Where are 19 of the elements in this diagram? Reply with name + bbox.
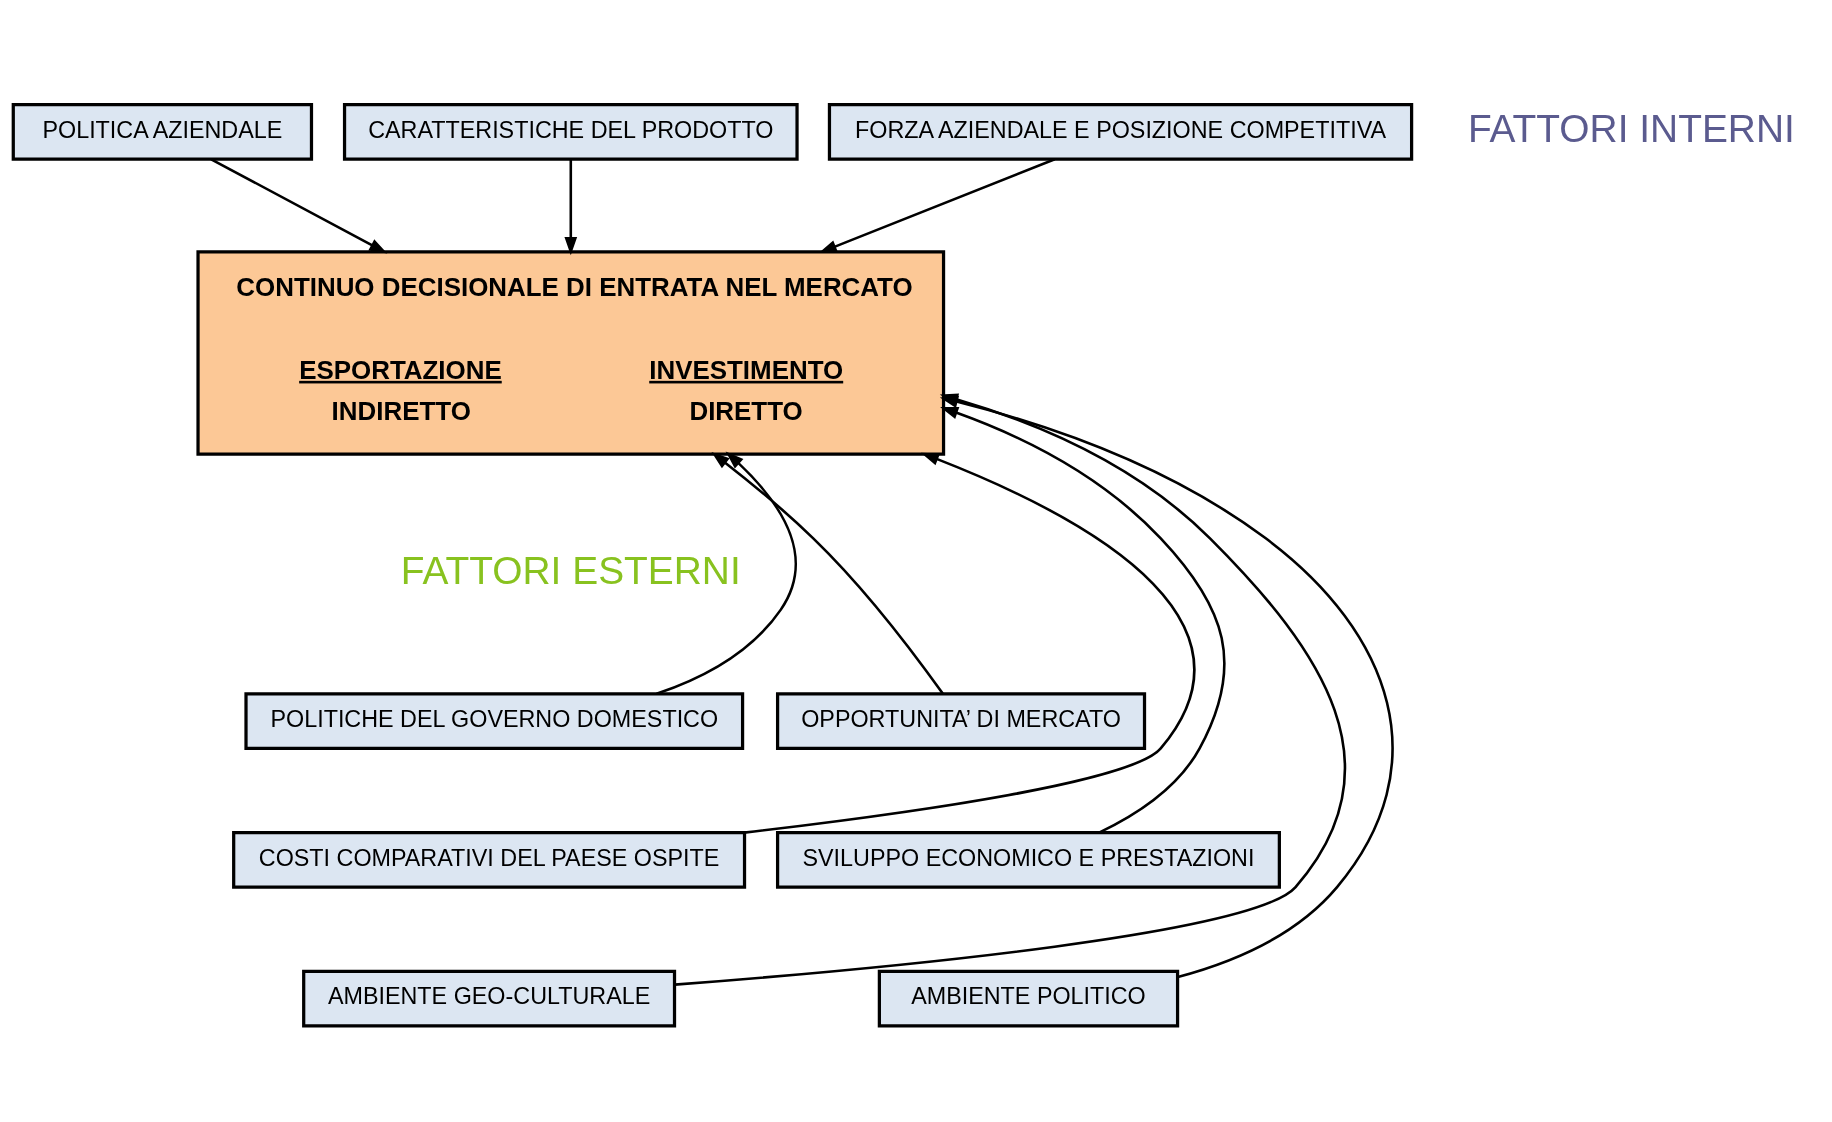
arrow bbox=[210, 158, 388, 254]
arrow bbox=[744, 452, 1195, 834]
node-box: CARATTERISTICHE DEL PRODOTTO bbox=[342, 103, 799, 161]
node-box: AMBIENTE POLITICO bbox=[877, 969, 1180, 1028]
node-box: SVILUPPO ECONOMICO E PRESTAZIONI bbox=[775, 831, 1281, 889]
arrow bbox=[818, 158, 1056, 254]
arrow bbox=[940, 406, 1226, 834]
label: FATTORI ESTERNI bbox=[400, 548, 741, 592]
arrow bbox=[656, 451, 797, 695]
node-box: COSTI COMPARATIVI DEL PAESE OSPITE bbox=[232, 831, 747, 889]
node-box: CONTINUO DECISIONALE DI ENTRATA NEL MERCATO ESPORTAZIONE INVESTIMENTO INDIRETTO DIRETTO bbox=[196, 250, 946, 456]
arrow bbox=[564, 159, 578, 256]
node-box: AMBIENTE GEO-CULTURALE bbox=[302, 969, 677, 1028]
node-box: POLITICHE DEL GOVERNO DOMESTICO bbox=[244, 692, 745, 750]
node-box: POLITICA AZIENDALE bbox=[11, 103, 314, 161]
node-box: OPPORTUNITA’ DI MERCATO bbox=[775, 692, 1147, 750]
node-box: FORZA AZIENDALE E POSIZIONE COMPETITIVA bbox=[827, 103, 1414, 161]
label: FATTORI INTERNI bbox=[1467, 106, 1795, 150]
arrow bbox=[711, 452, 944, 695]
